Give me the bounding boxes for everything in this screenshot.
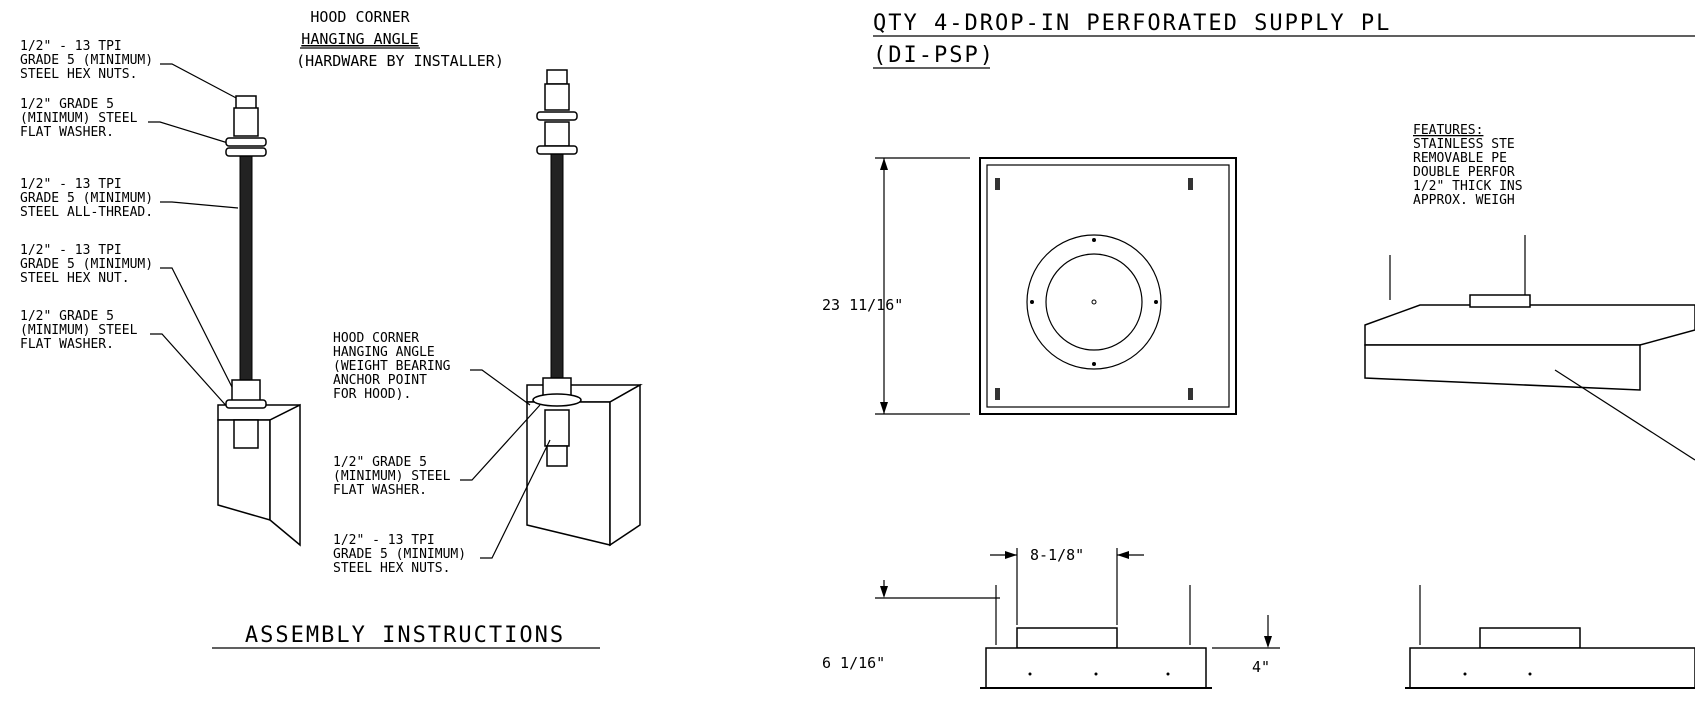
svg-text:ANCHOR POINT: ANCHOR POINT [333, 373, 427, 388]
callout-hanging-angle: HOOD CORNER HANGING ANGLE (WEIGHT BEARIN… [333, 331, 531, 406]
svg-text:1/2" - 13 TPI: 1/2" - 13 TPI [333, 533, 435, 548]
plenum-iso-view [1364, 235, 1695, 461]
svg-text:STEEL HEX NUTS.: STEEL HEX NUTS. [333, 561, 450, 576]
svg-text:FLAT WASHER.: FLAT WASHER. [333, 483, 427, 498]
right-title-line1: QTY 4-DROP-IN PERFORATED SUPPLY PL [873, 11, 1391, 36]
svg-text:STEEL ALL-THREAD.: STEEL ALL-THREAD. [20, 205, 153, 220]
svg-text:HANGING ANGLE: HANGING ANGLE [333, 345, 435, 360]
svg-text:(MINIMUM) STEEL: (MINIMUM) STEEL [20, 111, 138, 126]
callout-hex-nuts-top: 1/2" - 13 TPI GRADE 5 (MINIMUM) STEEL HE… [20, 39, 241, 101]
svg-text:HOOD CORNER: HOOD CORNER [333, 331, 419, 346]
svg-text:FEATURES:: FEATURES: [1413, 123, 1483, 138]
plenum-side-view [980, 585, 1212, 689]
svg-text:1/2" GRADE 5: 1/2" GRADE 5 [333, 455, 427, 470]
dimension-height: 23 11/16" [822, 157, 970, 415]
svg-text:1/2" - 13 TPI: 1/2" - 13 TPI [20, 243, 122, 258]
svg-text:GRADE 5 (MINIMUM): GRADE 5 (MINIMUM) [20, 257, 153, 272]
dimension-collar: 8-1/8" [990, 546, 1144, 625]
callout-flat-washer-top: 1/2" GRADE 5 (MINIMUM) STEEL FLAT WASHER… [20, 97, 229, 144]
callout-hex-nut: 1/2" - 13 TPI GRADE 5 (MINIMUM) STEEL HE… [20, 243, 237, 396]
svg-text:DOUBLE PERFOR: DOUBLE PERFOR [1413, 165, 1515, 180]
svg-text:1/2" THICK INS: 1/2" THICK INS [1413, 179, 1523, 194]
svg-text:GRADE 5 (MINIMUM): GRADE 5 (MINIMUM) [20, 191, 153, 206]
callout-hex-nuts-mid: 1/2" - 13 TPI GRADE 5 (MINIMUM) STEEL HE… [333, 439, 551, 576]
dimension-total: 6 1/16" [822, 580, 1000, 672]
svg-text:4": 4" [1252, 658, 1270, 676]
svg-text:23 11/16": 23 11/16" [822, 296, 903, 314]
left-title-line1: HOOD CORNER [310, 8, 410, 26]
svg-text:FLAT WASHER.: FLAT WASHER. [20, 125, 114, 140]
left-title-line2: HANGING ANGLE [301, 30, 418, 48]
dimension-box: 4" [1212, 615, 1280, 676]
callout-flat-washer-bottom: 1/2" GRADE 5 (MINIMUM) STEEL FLAT WASHER… [20, 309, 231, 411]
bolt-assembly-right [526, 69, 643, 547]
svg-text:GRADE 5 (MINIMUM): GRADE 5 (MINIMUM) [20, 53, 153, 68]
assembly-instructions-title: ASSEMBLY INSTRUCTIONS [245, 623, 565, 648]
svg-text:(MINIMUM) STEEL: (MINIMUM) STEEL [20, 323, 138, 338]
svg-text:FLAT WASHER.: FLAT WASHER. [20, 337, 114, 352]
svg-text:REMOVABLE PE: REMOVABLE PE [1413, 151, 1507, 166]
svg-text:8-1/8": 8-1/8" [1030, 546, 1084, 564]
plenum-side-view-partial [1405, 585, 1695, 689]
svg-text:1/2" GRADE 5: 1/2" GRADE 5 [20, 97, 114, 112]
svg-text:(WEIGHT BEARING: (WEIGHT BEARING [333, 359, 451, 374]
features-list: FEATURES: STAINLESS STE REMOVABLE PE DOU… [1413, 123, 1523, 208]
svg-text:STEEL HEX NUT.: STEEL HEX NUT. [20, 271, 130, 286]
svg-text:6 1/16": 6 1/16" [822, 654, 885, 672]
left-title-line3: (HARDWARE BY INSTALLER) [296, 52, 504, 70]
svg-text:APPROX. WEIGH: APPROX. WEIGH [1413, 193, 1515, 208]
plenum-top-view [979, 157, 1237, 415]
bolt-assembly-left [217, 95, 301, 547]
svg-text:1/2" GRADE 5: 1/2" GRADE 5 [20, 309, 114, 324]
callout-all-thread: 1/2" - 13 TPI GRADE 5 (MINIMUM) STEEL AL… [20, 177, 239, 220]
right-title-line2: (DI-PSP) [873, 43, 995, 68]
svg-text:(MINIMUM) STEEL: (MINIMUM) STEEL [333, 469, 451, 484]
svg-text:STAINLESS STE: STAINLESS STE [1413, 137, 1515, 152]
svg-text:1/2" - 13 TPI: 1/2" - 13 TPI [20, 39, 122, 54]
callout-flat-washer-mid: 1/2" GRADE 5 (MINIMUM) STEEL FLAT WASHER… [333, 404, 541, 498]
svg-text:FOR HOOD).: FOR HOOD). [333, 387, 411, 402]
svg-text:STEEL HEX NUTS.: STEEL HEX NUTS. [20, 67, 137, 82]
svg-text:GRADE 5 (MINIMUM): GRADE 5 (MINIMUM) [333, 547, 466, 562]
svg-text:1/2" - 13 TPI: 1/2" - 13 TPI [20, 177, 122, 192]
